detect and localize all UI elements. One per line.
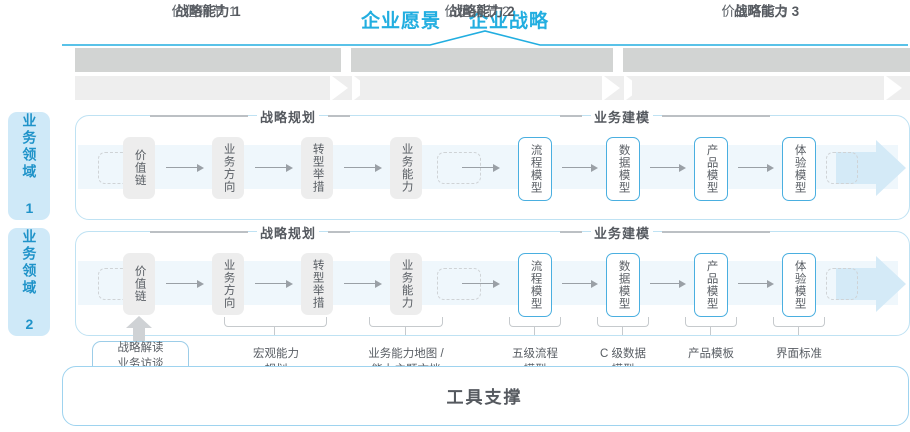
- node-label: 数据模型: [617, 144, 630, 194]
- value-stage-chevron-2: [602, 76, 632, 100]
- bracket-stem-1: [274, 326, 276, 335]
- node-label: 产品模型: [705, 260, 718, 310]
- value-stage-label-1: 价值环节 1: [171, 4, 237, 19]
- row-2-arrow-1: [166, 279, 204, 288]
- row-1-node-business-direction[interactable]: 业务方向: [212, 137, 244, 199]
- row-1-arrow-1: [166, 163, 204, 172]
- annotation-interface-standard: 界面标准: [776, 348, 822, 360]
- value-stage-label-2: 价值环节 2: [444, 4, 510, 19]
- value-stage-chevron-1: [330, 76, 360, 100]
- modeling-caption-text: 业务建模: [591, 106, 654, 126]
- value-stage-label-3: 价值环节 3: [721, 4, 787, 19]
- node-label: 转型举措: [311, 143, 324, 193]
- value-stage-chevron-end: [884, 76, 902, 100]
- modeling-caption-text-2: 业务建模: [591, 222, 654, 242]
- row-1-arrow-7: [738, 163, 774, 172]
- row-1-ghost-end: [826, 152, 858, 184]
- row-1-node-experience-model[interactable]: 体验模型: [782, 137, 816, 201]
- strategy-input-up-arrow: [126, 316, 152, 342]
- row-2-arrow-6: [650, 279, 686, 288]
- node-label: 业务能力: [400, 143, 413, 193]
- planning-caption-text-2: 战略规划: [256, 222, 319, 242]
- row-1-node-product-model[interactable]: 产品模型: [694, 137, 728, 201]
- top-titles: 企业愿景 企业战略: [0, 4, 910, 34]
- row-2-node-process-model[interactable]: 流程模型: [518, 253, 552, 317]
- vision-peak-line: [62, 30, 908, 46]
- row-2-planning-caption: 战略规划: [150, 222, 350, 242]
- row-2-arrow-4: [462, 279, 500, 288]
- row-1-arrow-6: [650, 163, 686, 172]
- row-2-ghost-end: [826, 268, 858, 300]
- node-label: 流程模型: [529, 260, 542, 310]
- node-label: 业务方向: [222, 259, 235, 309]
- row-2-node-data-model[interactable]: 数据模型: [606, 253, 640, 317]
- row-1-arrow-4: [462, 163, 500, 172]
- bracket-stem-4: [622, 326, 624, 335]
- row-1-node-data-model[interactable]: 数据模型: [606, 137, 640, 201]
- node-label: 流程模型: [529, 144, 542, 194]
- row-2-node-transformation-measures[interactable]: 转型举措: [301, 253, 333, 315]
- row-1-modeling-caption: 业务建模: [560, 106, 770, 126]
- tool-support-frame: [62, 366, 909, 426]
- node-label: 价值链: [133, 149, 146, 187]
- row-1-arrow-3: [344, 163, 382, 172]
- capability-label-2: 战略能力 2: [449, 4, 515, 19]
- bracket-macro-capability: [224, 317, 327, 327]
- annotation-product-template: 产品模板: [688, 348, 734, 360]
- row-1-node-process-model[interactable]: 流程模型: [518, 137, 552, 201]
- strategic-capability-bar: [75, 48, 910, 72]
- row-2-node-value-chain[interactable]: 价值链: [123, 253, 155, 315]
- row-2-arrow-7: [738, 279, 774, 288]
- enterprise-vision-title: 企业愿景: [360, 10, 441, 32]
- node-label: 价值链: [133, 265, 146, 303]
- value-stage-bar: [75, 76, 910, 100]
- capability-label-3: 战略能力 3: [733, 4, 800, 19]
- node-label: 数据模型: [617, 260, 630, 310]
- domain-tab-1[interactable]: 业务领域 1: [8, 112, 50, 220]
- row-1-node-transformation-measures[interactable]: 转型举措: [301, 137, 333, 199]
- row-2-modeling-caption: 业务建模: [560, 222, 770, 242]
- domain-tab-1-label: 业务领域 1: [21, 113, 38, 219]
- row-1-node-value-chain[interactable]: 价值链: [123, 137, 155, 199]
- node-label: 业务方向: [222, 143, 235, 193]
- row-2-arrow-3: [344, 279, 382, 288]
- planning-caption-text: 战略规划: [256, 106, 319, 126]
- row-1-node-business-capability[interactable]: 业务能力: [390, 137, 422, 199]
- tool-support-label: 工具支撑: [446, 387, 523, 407]
- bracket-stem-3: [534, 326, 536, 335]
- domain-tab-2-label: 业务领域 2: [21, 229, 38, 335]
- bracket-stem-6: [798, 326, 800, 335]
- node-label: 业务能力: [400, 259, 413, 309]
- capability-divider-2: [613, 48, 623, 72]
- capability-label-1: 战略能力 1: [175, 4, 241, 19]
- row-2-node-business-capability[interactable]: 业务能力: [390, 253, 422, 315]
- node-label: 产品模型: [705, 144, 718, 194]
- node-label: 体验模型: [793, 260, 806, 310]
- bracket-stem-5: [710, 326, 712, 335]
- row-1-planning-caption: 战略规划: [150, 106, 350, 126]
- domain-tab-2[interactable]: 业务领域 2: [8, 228, 50, 336]
- row-1-arrow-2: [255, 163, 293, 172]
- row-2-arrow-2: [255, 279, 293, 288]
- row-2-node-product-model[interactable]: 产品模型: [694, 253, 728, 317]
- row-1-arrow-5: [562, 163, 598, 172]
- bracket-stem-2: [405, 326, 407, 335]
- row-2-node-business-direction[interactable]: 业务方向: [212, 253, 244, 315]
- enterprise-strategy-title: 企业战略: [469, 10, 550, 32]
- capability-divider-1: [341, 48, 351, 72]
- row-2-node-experience-model[interactable]: 体验模型: [782, 253, 816, 317]
- node-label: 体验模型: [793, 144, 806, 194]
- row-2-arrow-5: [562, 279, 598, 288]
- node-label: 转型举措: [311, 259, 324, 309]
